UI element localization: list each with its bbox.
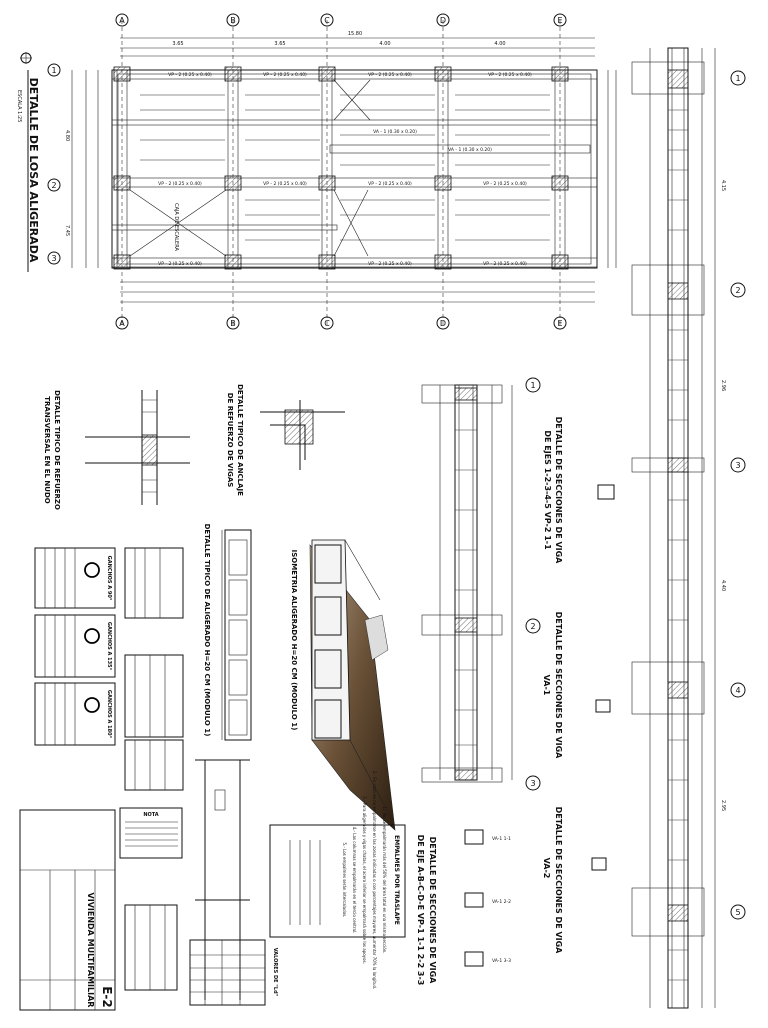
axis-label: 5 <box>735 908 740 917</box>
axis-label: 3 <box>735 461 740 470</box>
beam-label: VP - 2 (0.25 x 0.40) <box>483 181 527 187</box>
nudo-subtitle: TRANSVERSAL EN EL NUDO <box>43 396 51 504</box>
losa-title: DETALLE DE LOSA ALIGERADA <box>27 78 40 263</box>
axis-label: B <box>230 319 236 328</box>
axis-label: C <box>324 16 330 25</box>
axis-label: B <box>230 16 236 25</box>
beam-label: VP - 2 (0.25 x 0.40) <box>368 181 412 187</box>
axis-bubbles-bottom: A B C D E <box>115 316 567 330</box>
va2-subtitle: VA-2 <box>542 858 551 879</box>
valores-title: VALORES DE "Ld" <box>272 948 278 997</box>
dim-right: 4.40 <box>720 580 726 591</box>
axis-label: 3 <box>51 254 56 263</box>
caja-escalera-label: CAJA DE ESCALERA <box>173 203 179 251</box>
axis-label: A <box>119 16 125 25</box>
isometria-title: ISOMETRIA ALIGERADO H=20 CM (MODULO 1) <box>290 550 298 731</box>
beam-label: VA - 1 (0.30 x 0.20) <box>448 147 492 153</box>
beam-label: VP - 2 (0.25 x 0.40) <box>263 181 307 187</box>
ganchos-180-title: GANCHOS A 180° <box>106 690 112 739</box>
dim-span: 4.00 <box>379 41 390 47</box>
nudo-title: DETALLE TIPICO DE REFUERZO <box>53 390 61 510</box>
dim-span: 3.65 <box>274 41 285 47</box>
axis-bubbles-top: A B C D E <box>115 13 567 27</box>
beam-label: VP - 2 (0.25 x 0.40) <box>263 72 307 78</box>
axis-label: E <box>557 16 562 25</box>
column-joint-detail <box>195 759 250 1000</box>
aligerado-title: DETALLE TIPICO DE ALIGERADO H=20 CM (MOD… <box>203 524 211 737</box>
beam-label: VP - 2 (0.25 x 0.40) <box>168 72 212 78</box>
joist-lines <box>140 94 550 241</box>
axis-label: 2 <box>530 622 535 631</box>
beam-label: VP - 2 (0.25 x 0.40) <box>488 72 532 78</box>
beam-elevation-middle: 1 2 3 <box>421 377 541 791</box>
vp-sections: VA-1 1-1 VA-1 2-2 VA-1 3-3 <box>464 829 511 967</box>
beam-label: VP - 2 (0.25 x 0.40) <box>483 261 527 267</box>
vp-elevation-right: 1 2 3 4 5 4.15 2.96 4.40 2.95 <box>591 47 746 1009</box>
dim-top-total: 15.80 <box>348 31 362 37</box>
empalme-note: 3.- Para aligerados y vigas chatas, el a… <box>362 796 367 964</box>
axis-label: 1 <box>735 74 740 83</box>
beam-label: VP - 2 (0.25 x 0.40) <box>158 261 202 267</box>
axis-label: A <box>119 319 125 328</box>
aligerado-tipico <box>221 529 252 741</box>
beam-label: VP - 2 (0.25 x 0.40) <box>368 261 412 267</box>
va2-title: DETALLE DE SECCIONES DE VIGA <box>554 807 563 955</box>
dim-right: 2.95 <box>720 800 726 811</box>
ganchos-tables: GANCHOS A 90° GANCHOS A 135° GANCHOS A 1… <box>34 547 184 791</box>
va1-title: DETALLE DE SECCIONES DE VIGA <box>554 612 563 760</box>
vp-ejes-subtitle: DE EJES 1-2-3-4-5 VP-2 1-1 <box>543 430 552 550</box>
beam-label: VP - 2 (0.25 x 0.40) <box>368 72 412 78</box>
axis-label: 2 <box>51 181 56 190</box>
empalmes-title: EMPALMES POR TRASLAPE <box>393 835 400 925</box>
losa-plan: 15.80 3.65 3.65 4.00 4.00 <box>16 13 617 330</box>
vp-abcde-subtitle: DE EJE A-B-C-D-E VP-1 1-1 2-2 3-3 <box>416 835 425 986</box>
axis-label: C <box>324 319 330 328</box>
valores-ld-table: VALORES DE "Ld" <box>189 939 278 1006</box>
va1-subtitle: VA-1 <box>542 675 551 696</box>
vp-ejes-title: DETALLE DE SECCIONES DE VIGA <box>554 417 563 565</box>
axis-label: 2 <box>735 286 740 295</box>
axis-label: 3 <box>530 779 535 788</box>
axis-label: E <box>557 319 562 328</box>
anclaje-subtitle: DE REFUERZO DE VIGAS <box>226 393 234 488</box>
dim-right: 2.96 <box>720 380 726 391</box>
ganchos-90-title: GANCHOS A 90° <box>106 556 112 601</box>
nudo-detail <box>85 390 190 505</box>
ganchos-135-title: GANCHOS A 135° <box>106 622 112 671</box>
anclaje-detail <box>260 400 345 470</box>
section-label: VA-1 1-1 <box>492 836 511 842</box>
section-label: VA-1 2-2 <box>492 899 511 905</box>
empalme-note: 1.- No se empalmarán más del 50% del áre… <box>382 806 387 953</box>
axis-label: D <box>440 16 446 25</box>
dim-left: 4.80 <box>64 130 70 141</box>
dim-right: 4.15 <box>720 180 726 191</box>
nota-title: NOTA <box>143 812 158 818</box>
beam-label: VP - 2 (0.25 x 0.40) <box>158 181 202 187</box>
axis-label: 4 <box>735 686 740 695</box>
axis-bubbles-left: 1 2 3 <box>47 63 61 265</box>
empalme-note: 4.- Las columnas se empalmarán en el ter… <box>352 827 357 934</box>
axis-label: D <box>440 319 446 328</box>
dim-left: 7.45 <box>64 225 70 236</box>
vp-abcde-title: DETALLE DE SECCIONES DE VIGA <box>428 837 437 985</box>
section-label: VA-1 3-3 <box>492 958 511 964</box>
dim-span: 4.00 <box>494 41 505 47</box>
sheet-code: E-2 <box>100 986 114 1008</box>
empalme-note: 2.- En caso de no empalmarse en las zona… <box>372 771 377 990</box>
empalmes-box: EMPALMES POR TRASLAPE 1.- No se empalmar… <box>269 771 406 990</box>
nota-box: NOTA <box>119 807 183 859</box>
axis-label: 1 <box>51 66 56 75</box>
empalme-note: 5.- Los empalmes serán intercalados. <box>342 843 347 918</box>
axis-label: 1 <box>530 381 535 390</box>
isometria-aligerado <box>309 539 396 831</box>
title-block: VIVIENDA MULTIFAMILIAR E-2 <box>19 809 116 1011</box>
project-title: VIVIENDA MULTIFAMILIAR <box>86 893 95 1008</box>
scale-note: ESCALA 1:25 <box>16 90 22 122</box>
anclaje-title: DETALLE TIPICO DE ANCLAJE <box>236 384 244 496</box>
dim-span: 3.65 <box>172 41 183 47</box>
beam-label: VA - 1 (0.30 x 0.20) <box>373 129 417 135</box>
